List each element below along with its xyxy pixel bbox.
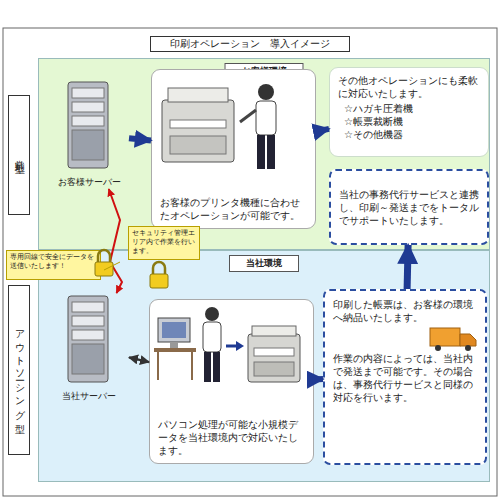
callout-note: 専用回線で安全にデータを送信いたします！ [6,250,101,280]
leader-line [104,262,120,270]
flow-arrow [226,345,238,348]
node-text: パソコン処理が可能な小規模データを当社環境内で対応いたします。 [158,418,305,457]
node-text: 常駐型 [12,152,26,158]
person-icon [240,84,276,169]
padlock-icon [150,262,168,288]
truck-icon [430,328,476,351]
band-heading: 当社環境 [229,255,299,272]
flow-arrow [236,341,244,351]
node-text: 印刷オペレーション 導入イメージ [151,37,349,51]
node-text: お客様サーバー [58,176,121,189]
node-text: 専用回線で安全にデータを送信いたします！ [10,253,97,271]
delivery-box: 印刷した帳票は、お客様の環境へ納品いたします。作業の内容によっては、当社内で発送… [323,289,487,465]
node-text: お客様のプリンタ機種に合わせたオペレーションが可能です。 [160,196,307,222]
environment-band: お客様環境お客様サーバーお客様のプリンタ機種に合わせたオペレーションが可能です。… [38,58,490,250]
node-text: ☆ハガキ圧着機 [338,102,480,115]
note-box: その他オペレーションにも柔軟に対応いたします。 ☆ハガキ圧着機☆帳票裁断機☆その他… [329,67,489,157]
flow-connector [314,376,323,382]
title-box: 印刷オペレーション 導入イメージ [150,36,350,52]
callout-note: セキュリティ管理エリア内で作業を行います。 [128,226,200,260]
node-text: アウトソーシング型 [12,323,26,418]
node-text: 作業の内容によっては、当社内で発送まで可能です。その場合は、事務代行サービスと同… [333,352,477,404]
server-icon [68,296,108,382]
node-text: 当社サーバー [62,390,116,403]
node-text: 印刷した帳票は、お客様の環境へ納品いたします。 [333,298,477,324]
server-icon [68,82,108,168]
person-icon [203,307,221,382]
side-label: 常駐型 [8,95,30,215]
service-box: 当社の事務代行サービスと連携し、印刷～発送までをトータルでサポートいたします。 [329,169,489,245]
flow-connector [129,357,149,362]
server-node: 当社サーバー [49,293,129,403]
node-text: ☆その他機器 [338,128,480,141]
flow-connector [407,245,408,289]
node-text: ☆帳票裁断機 [338,115,480,128]
flow-connector [316,129,329,132]
operation-box: パソコン処理が可能な小規模データを当社環境内で対応いたします。 [149,299,314,464]
operation-box: お客様のプリンタ機種に合わせたオペレーションが可能です。 [151,69,316,229]
copier-icon [248,326,300,382]
node-text: セキュリティ管理エリア内で作業を行います。 [132,229,196,256]
node-text: その他オペレーションにも柔軟に対応いたします。 [338,74,480,100]
printer-icon [162,88,234,162]
outer-frame [3,28,497,496]
flow-connector [109,189,122,293]
server-node: お客様サーバー [49,79,129,189]
node-text: 当社の事務代行サービスと連携し、印刷～発送までをトータルでサポートいたします。 [339,188,479,227]
side-label: アウトソーシング型 [8,285,30,455]
padlock-icon [95,250,113,276]
flow-connector [129,138,151,140]
environment-band: 当社環境当社サーバーパソコン処理が可能な小規模データを当社環境内で対応いたします… [38,250,490,482]
computer-icon [154,318,196,380]
